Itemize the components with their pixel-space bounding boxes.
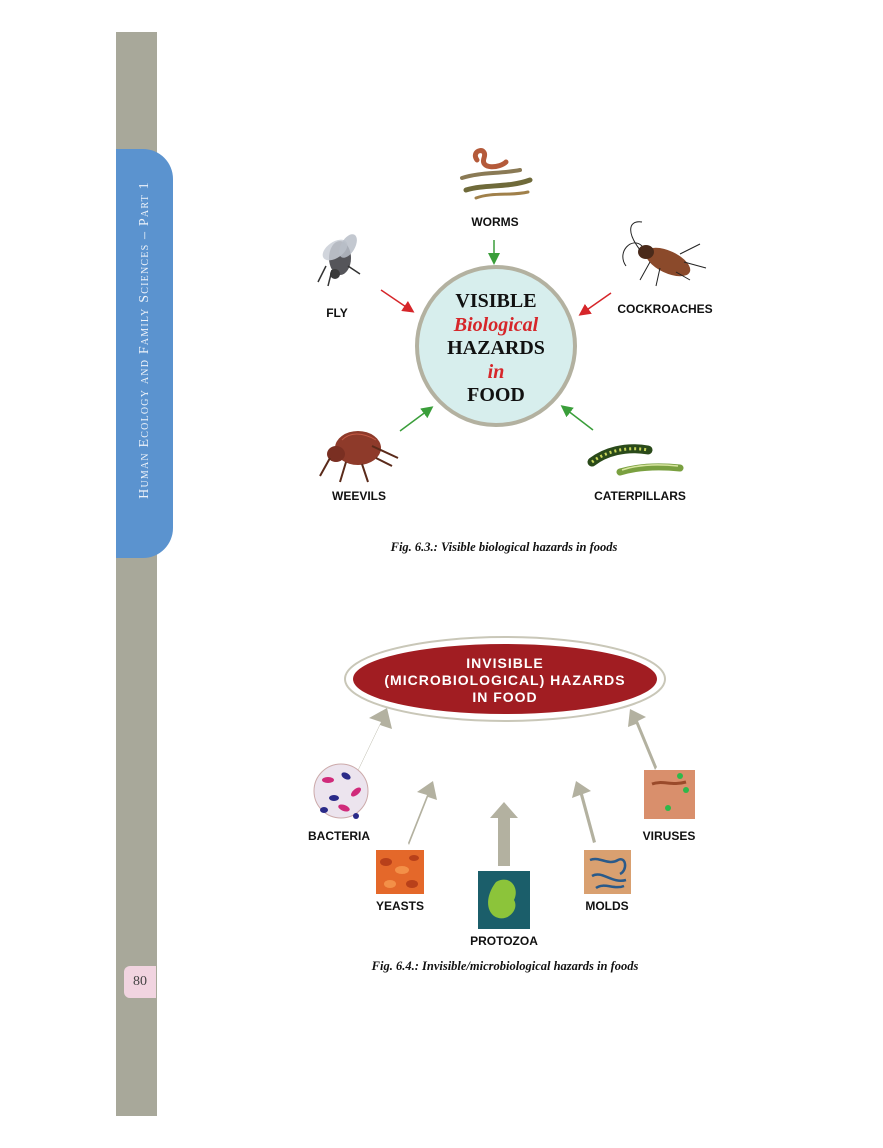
yeasts-label: YEASTS — [375, 899, 425, 913]
caterpillar-icon — [587, 444, 684, 476]
visible-hazards-circle — [415, 265, 577, 427]
cockroach-arrow — [578, 292, 612, 316]
weevil-icon — [319, 431, 399, 483]
center-line-food: FOOD — [467, 384, 525, 406]
fly-label: FLY — [326, 306, 348, 320]
bacteria-label: BACTERIA — [308, 829, 370, 843]
cockroach-icon — [622, 221, 707, 287]
center-line-visible: VISIBLE — [455, 290, 537, 312]
invisible-hazards-title: INVISIBLE (MICROBIOLOGICAL) HAZARDS IN F… — [384, 655, 625, 706]
oval-line-in-food: IN FOOD — [472, 689, 538, 705]
visible-hazards-title: VISIBLE Biological HAZARDS in FOOD — [447, 290, 545, 408]
protozoa-label: PROTOZOA — [470, 934, 538, 948]
oval-line-invisible: INVISIBLE — [466, 655, 544, 671]
molds-icon — [584, 850, 631, 894]
molds-label: MOLDS — [585, 899, 629, 913]
bacteria-icon — [313, 763, 369, 819]
protozoa-icon — [478, 871, 530, 929]
viruses-icon — [644, 770, 695, 819]
worms-icon — [460, 148, 533, 200]
fly-arrow — [380, 289, 415, 313]
caterpillar-arrow — [560, 405, 594, 431]
center-line-hazards: HAZARDS — [447, 337, 545, 359]
viruses-arrow — [628, 709, 657, 770]
fly-icon — [317, 234, 361, 287]
caterpillars-label: CATERPILLARS — [594, 489, 686, 503]
yeasts-icon — [376, 850, 424, 894]
yeasts-arrow — [408, 781, 437, 845]
weevils-label: WEEVILS — [331, 489, 387, 503]
protozoa-arrow — [490, 802, 518, 866]
worms-label: WORMS — [471, 215, 519, 229]
figure-6-4-caption: Fig. 6.4.: Invisible/microbiological haz… — [371, 959, 639, 973]
cockroaches-label: COCKROACHES — [617, 302, 713, 316]
center-line-biological: Biological — [453, 313, 539, 336]
molds-arrow — [572, 781, 596, 843]
bacteria-arrow — [357, 708, 392, 773]
center-line-in: in — [487, 360, 505, 383]
figure-6-3-caption: Fig. 6.3.: Visible biological hazards in… — [390, 540, 618, 554]
page-number: 80 — [124, 966, 156, 998]
viruses-label: VIRUSES — [642, 829, 696, 843]
weevil-arrow — [399, 406, 434, 432]
sidebar-tab — [116, 149, 173, 558]
oval-line-microbiological: (MICROBIOLOGICAL) HAZARDS — [384, 672, 626, 688]
